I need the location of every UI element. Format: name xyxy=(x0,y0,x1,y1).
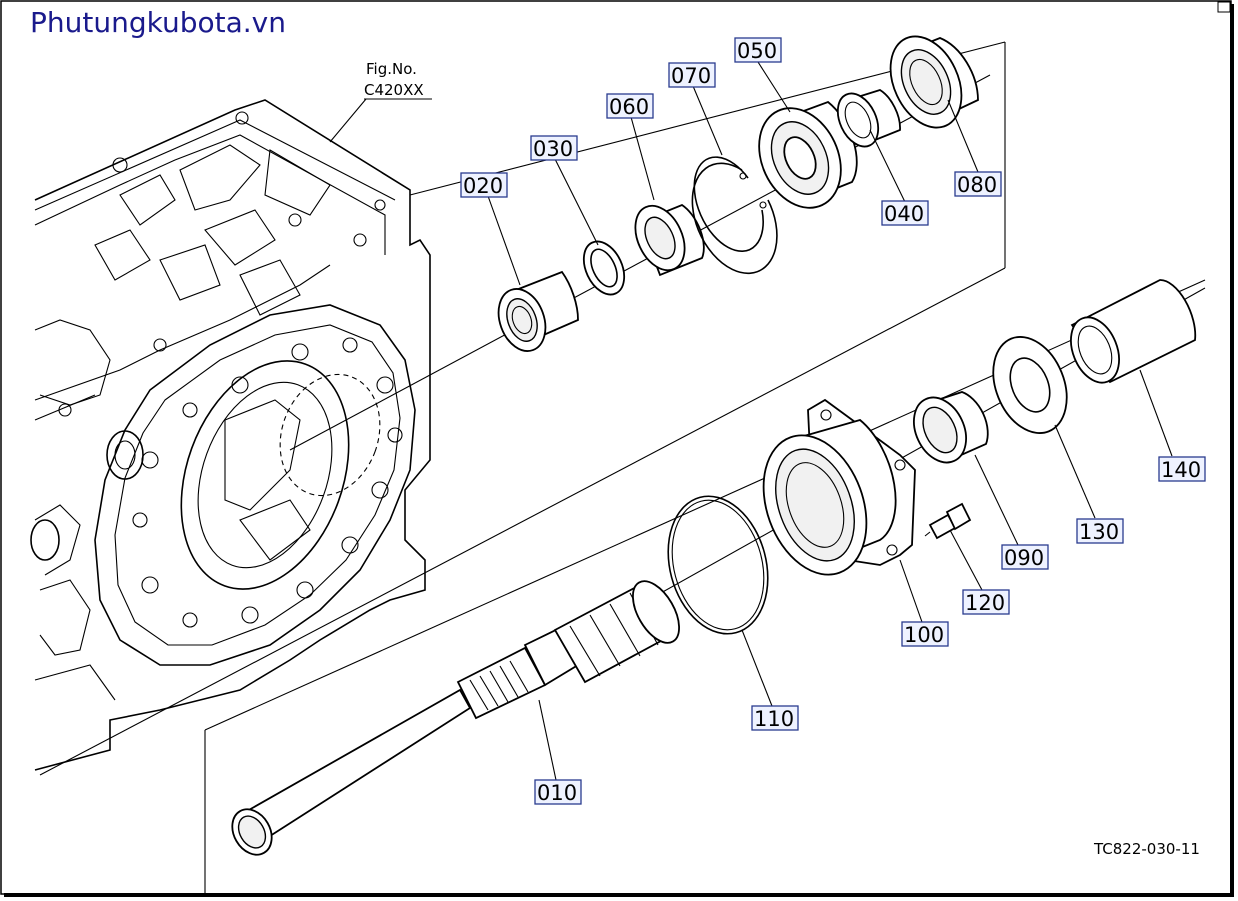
part-020-needle-bearing xyxy=(497,270,579,352)
callout-080-text: 080 xyxy=(957,173,997,197)
part-070-circlip xyxy=(691,156,778,275)
callout-080[interactable]: 080 xyxy=(954,171,1002,197)
part-010-pto-shaft xyxy=(231,580,680,856)
leader-lines xyxy=(487,61,1173,781)
drawing-code: TC822-030-11 xyxy=(1093,840,1200,858)
callout-140-text: 140 xyxy=(1161,458,1201,482)
part-110-o-ring xyxy=(667,495,769,635)
part-140-collar xyxy=(1070,279,1197,384)
callout-110[interactable]: 110 xyxy=(751,705,799,731)
callout-070-text: 070 xyxy=(671,64,711,88)
part-030-snap-ring xyxy=(582,240,626,296)
callout-130[interactable]: 130 xyxy=(1076,518,1124,544)
callout-070[interactable]: 070 xyxy=(668,62,716,88)
callout-020[interactable]: 020 xyxy=(460,172,508,198)
callout-100[interactable]: 100 xyxy=(901,621,949,647)
fig-no-label: Fig.No. xyxy=(366,60,417,78)
callout-120[interactable]: 120 xyxy=(962,589,1010,615)
callout-060[interactable]: 060 xyxy=(606,93,654,119)
fig-ref-leader xyxy=(329,98,367,143)
part-130-washer xyxy=(992,336,1068,434)
part-080-oil-seal xyxy=(889,35,979,129)
callout-010-text: 010 xyxy=(537,781,577,805)
callout-110-text: 110 xyxy=(754,707,794,731)
callout-100-text: 100 xyxy=(904,623,944,647)
callout-030-text: 030 xyxy=(533,137,573,161)
callout-020-text: 020 xyxy=(463,174,503,198)
callout-030[interactable]: 030 xyxy=(530,135,578,161)
callout-130-text: 130 xyxy=(1079,520,1119,544)
part-090-bearing xyxy=(913,391,989,464)
callout-060-text: 060 xyxy=(609,95,649,119)
callout-050-text: 050 xyxy=(737,39,777,63)
fig-no-code: C420XX xyxy=(364,81,424,99)
transmission-housing xyxy=(30,99,431,771)
callout-010[interactable]: 010 xyxy=(534,779,582,805)
callout-040-text: 040 xyxy=(884,202,924,226)
part-100-bearing-case xyxy=(762,398,916,576)
corner-mark xyxy=(1217,1,1231,13)
part-120-plug xyxy=(924,502,972,540)
part-050-ball-bearing xyxy=(758,100,858,209)
watermark-text: Phutungkubota.vn xyxy=(30,6,286,39)
callout-140[interactable]: 140 xyxy=(1158,456,1206,482)
callout-120-text: 120 xyxy=(965,591,1005,615)
callout-050[interactable]: 050 xyxy=(734,37,782,63)
assembly-frame xyxy=(39,41,1206,895)
callout-090[interactable]: 090 xyxy=(1001,544,1049,570)
callout-090-text: 090 xyxy=(1004,546,1044,570)
part-040-sleeve xyxy=(836,89,901,148)
part-060-collar xyxy=(634,203,705,277)
callout-040[interactable]: 040 xyxy=(881,200,929,226)
